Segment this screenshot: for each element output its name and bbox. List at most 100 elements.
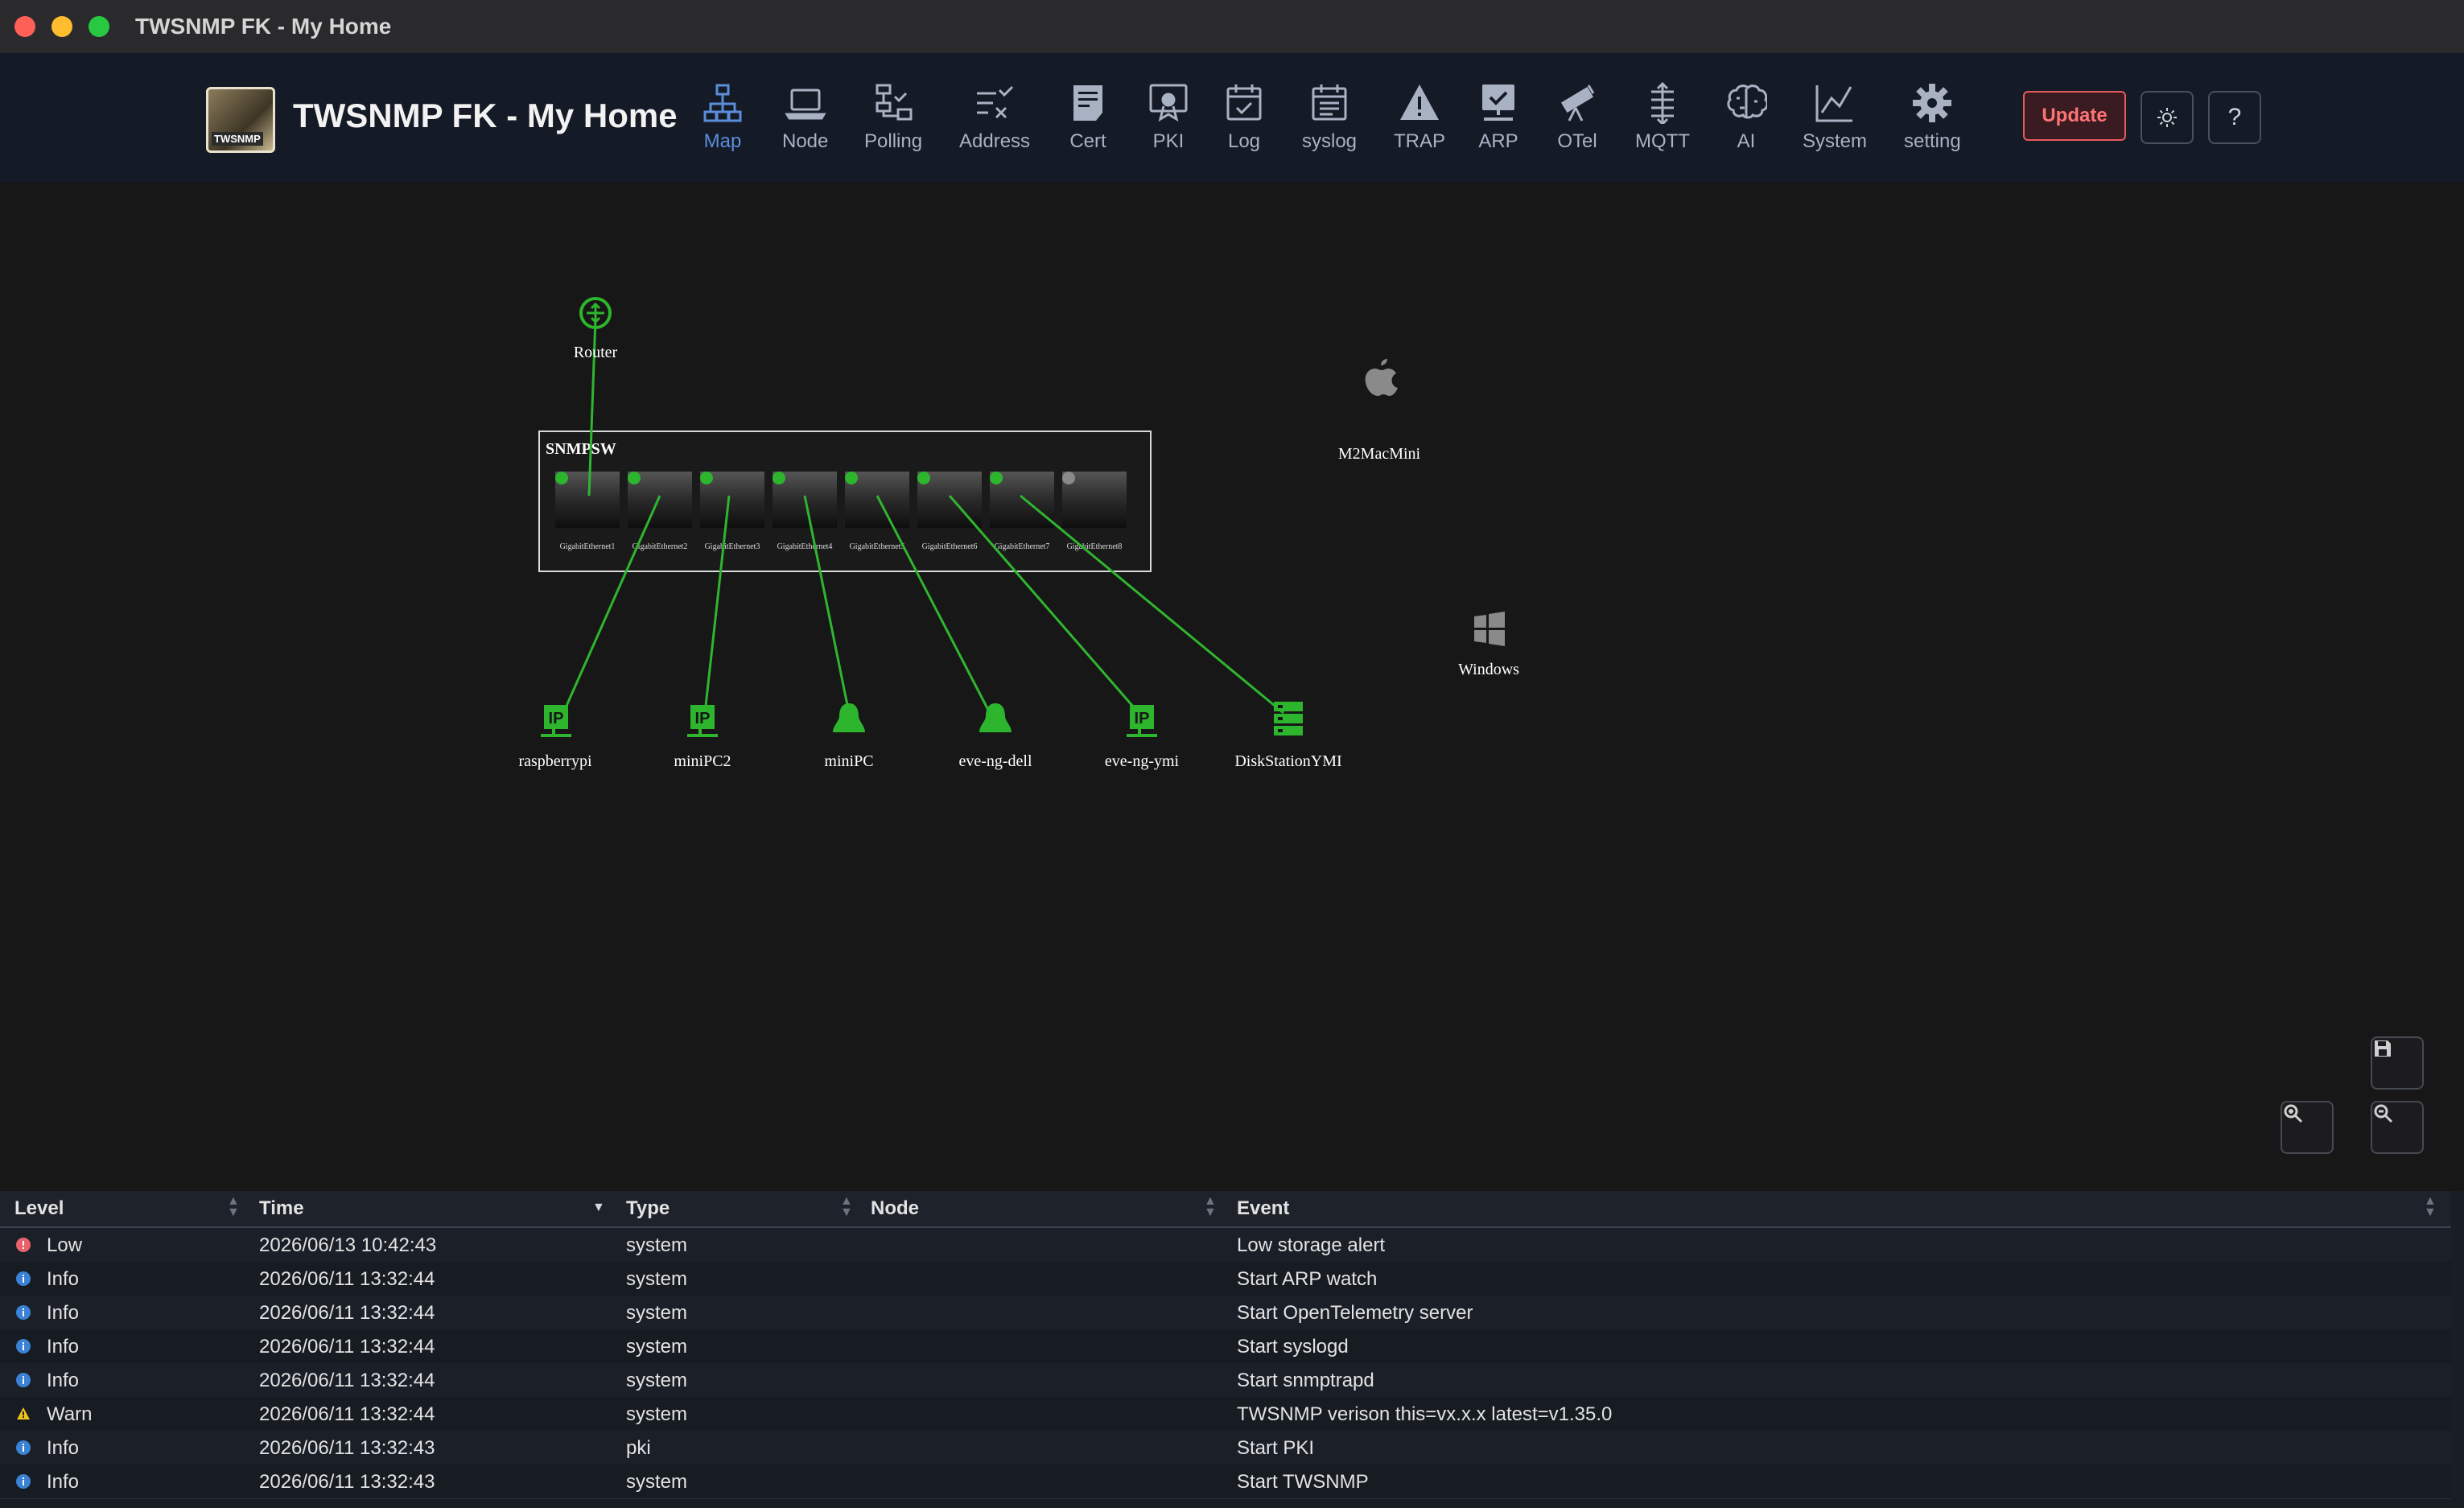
node-minipc[interactable]: miniPC bbox=[824, 703, 874, 770]
column-event[interactable]: Event bbox=[1237, 1197, 1290, 1219]
zoom-out-button[interactable] bbox=[2371, 1101, 2424, 1154]
sort-icon[interactable]: ▲▼ bbox=[2424, 1194, 2437, 1219]
node-label-eveng-dell: eve-ng-dell bbox=[958, 752, 1032, 770]
link-diskstation[interactable] bbox=[1020, 494, 1284, 715]
nav-cert[interactable]: Cert bbox=[1067, 82, 1109, 163]
cell-type: system bbox=[626, 1403, 688, 1425]
table-row[interactable]: Info 2026/06/11 13:32:44 system Start AR… bbox=[0, 1262, 2451, 1296]
nav-address-label: Address bbox=[959, 130, 1031, 152]
nav-ai-label: AI bbox=[1737, 130, 1756, 152]
map-canvas[interactable]: SNMPSW GigabitEthernet1 GigabitEthernet2… bbox=[0, 182, 2464, 1191]
cell-level: Info bbox=[47, 1370, 80, 1391]
nav-address[interactable]: Address bbox=[959, 82, 1030, 163]
info-icon bbox=[16, 1305, 31, 1320]
sort-icon[interactable]: ▲▼ bbox=[227, 1194, 240, 1219]
update-button[interactable]: Update bbox=[2023, 91, 2126, 141]
calendar-check-icon bbox=[1226, 84, 1262, 121]
table-row[interactable]: Low 2026/06/13 10:42:43 system Low stora… bbox=[0, 1228, 2451, 1263]
zoom-out-icon bbox=[2374, 1104, 2393, 1123]
switch-port-3[interactable]: GigabitEthernet3 bbox=[700, 472, 764, 551]
laptop-icon bbox=[785, 89, 826, 120]
link-router-switch[interactable] bbox=[587, 318, 597, 496]
nav-pki[interactable]: PKI bbox=[1148, 82, 1189, 163]
node-eveng-dell[interactable]: eve-ng-dell bbox=[958, 703, 1032, 770]
switch-port-1[interactable]: GigabitEthernet1 bbox=[555, 472, 620, 551]
column-level[interactable]: Level bbox=[14, 1197, 64, 1219]
switch-port-2[interactable]: GigabitEthernet2 bbox=[628, 472, 692, 551]
table-row[interactable]: Info 2026/06/11 13:32:44 system Start sn… bbox=[0, 1363, 2451, 1398]
column-node[interactable]: Node bbox=[871, 1197, 919, 1219]
nav-map[interactable]: Map bbox=[702, 82, 744, 163]
port-label: GigabitEthernet1 bbox=[560, 542, 616, 551]
switch-port-7[interactable]: GigabitEthernet7 bbox=[990, 472, 1054, 551]
nav-mqtt-label: MQTT bbox=[1635, 130, 1690, 152]
server-icon bbox=[1274, 702, 1303, 735]
nav-polling[interactable]: Polling bbox=[864, 82, 922, 163]
nav-log-label: Log bbox=[1227, 130, 1261, 152]
cell-level: Info bbox=[47, 1268, 80, 1290]
window-maximize-button[interactable] bbox=[89, 16, 109, 37]
cell-time: 2026/06/11 13:32:44 bbox=[259, 1302, 435, 1324]
node-diskstation[interactable]: DiskStationYMI bbox=[1234, 702, 1342, 770]
switch-port-6[interactable]: GigabitEthernet6 bbox=[917, 472, 982, 551]
port-label: GigabitEthernet6 bbox=[922, 542, 978, 551]
network-map-icon bbox=[703, 84, 742, 122]
sort-icon[interactable]: ▲▼ bbox=[840, 1194, 853, 1219]
sort-desc-icon[interactable]: ▼ bbox=[592, 1201, 605, 1214]
link-minipc[interactable] bbox=[803, 495, 851, 714]
column-type[interactable]: Type bbox=[626, 1197, 670, 1219]
table-row[interactable]: Info 2026/06/11 13:32:44 system Start sy… bbox=[0, 1329, 2451, 1364]
link-eveng-ymi[interactable] bbox=[948, 495, 1140, 714]
node-windows[interactable]: Windows bbox=[1458, 612, 1519, 678]
line-chart-icon bbox=[1815, 85, 1852, 122]
node-eveng-ymi[interactable]: IP eve-ng-ymi bbox=[1105, 705, 1180, 770]
node-router[interactable]: Router bbox=[574, 297, 618, 361]
cell-time: 2026/06/13 10:42:43 bbox=[259, 1234, 437, 1256]
nav-syslog[interactable]: syslog bbox=[1302, 82, 1357, 163]
ip-device-icon: IP bbox=[1127, 705, 1157, 737]
nav-mqtt[interactable]: MQTT bbox=[1635, 82, 1690, 163]
zoom-in-button[interactable] bbox=[2281, 1101, 2334, 1154]
switch-port-8[interactable]: GigabitEthernet8 bbox=[1062, 472, 1127, 551]
node-label-m2macmini: M2MacMini bbox=[1338, 445, 1421, 463]
info-icon bbox=[16, 1339, 31, 1353]
nav-trap[interactable]: TRAP bbox=[1394, 82, 1445, 163]
theme-toggle-button[interactable] bbox=[2141, 91, 2194, 144]
table-row[interactable]: Info 2026/06/11 13:32:43 system Start TW… bbox=[0, 1465, 2451, 1499]
cell-type: system bbox=[626, 1302, 688, 1324]
help-button[interactable]: ? bbox=[2208, 91, 2261, 144]
nav-log[interactable]: Log bbox=[1223, 82, 1265, 163]
node-raspberrypi[interactable]: IP raspberrypi bbox=[518, 705, 592, 770]
nav-system[interactable]: System bbox=[1803, 82, 1867, 163]
table-row[interactable]: Info 2026/06/11 13:32:43 pki Start PKI bbox=[0, 1431, 2451, 1465]
link-eveng-dell[interactable] bbox=[876, 495, 991, 714]
sort-icon[interactable]: ▲▼ bbox=[1204, 1194, 1217, 1219]
save-map-button[interactable] bbox=[2371, 1036, 2424, 1090]
nav-node[interactable]: Node bbox=[782, 82, 828, 163]
node-label-eveng-ymi: eve-ng-ymi bbox=[1105, 752, 1180, 770]
window-minimize-button[interactable] bbox=[52, 16, 72, 37]
node-minipc2[interactable]: IP miniPC2 bbox=[674, 705, 731, 770]
table-row[interactable]: Warn 2026/06/11 13:32:44 system TWSNMP v… bbox=[0, 1397, 2451, 1432]
switch-port-5[interactable]: GigabitEthernet5 bbox=[845, 472, 909, 551]
port-label: GigabitEthernet3 bbox=[705, 542, 760, 551]
cell-time: 2026/06/11 13:32:43 bbox=[259, 1437, 435, 1459]
info-icon bbox=[16, 1373, 31, 1387]
nav-setting[interactable]: setting bbox=[1904, 82, 1961, 163]
network-map[interactable]: SNMPSW GigabitEthernet1 GigabitEthernet2… bbox=[0, 182, 2464, 1191]
column-time[interactable]: Time bbox=[259, 1197, 304, 1219]
nav-arp[interactable]: ARP bbox=[1477, 82, 1519, 163]
cell-level: Info bbox=[47, 1336, 80, 1358]
cell-event: Start PKI bbox=[1237, 1437, 1315, 1459]
node-m2macmini[interactable]: M2MacMini bbox=[1338, 359, 1421, 463]
cell-event: Start syslogd bbox=[1237, 1336, 1349, 1358]
link-raspberrypi[interactable] bbox=[562, 495, 661, 714]
nav-system-label: System bbox=[1803, 130, 1868, 152]
window-close-button[interactable] bbox=[14, 16, 35, 37]
cell-time: 2026/06/11 13:32:44 bbox=[259, 1268, 435, 1290]
cell-type: system bbox=[626, 1471, 688, 1493]
nav-otel[interactable]: OTel bbox=[1556, 82, 1598, 163]
table-row[interactable]: Info 2026/06/11 13:32:44 system Start Op… bbox=[0, 1296, 2451, 1330]
nav-ai[interactable]: AI bbox=[1725, 82, 1767, 163]
link-minipc2[interactable] bbox=[703, 495, 731, 714]
